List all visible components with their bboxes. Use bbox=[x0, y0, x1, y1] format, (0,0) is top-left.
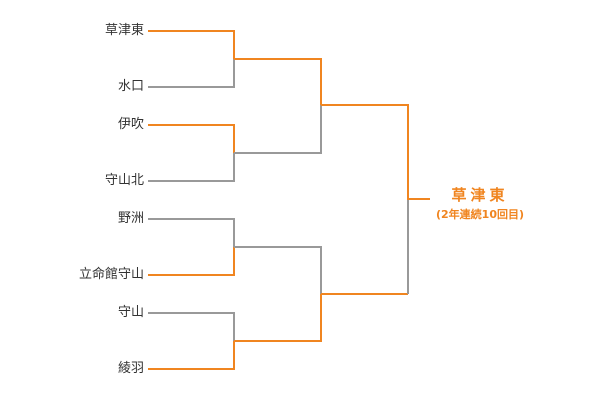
line-r2-3 bbox=[234, 246, 322, 294]
team-label: 立命館守山 bbox=[78, 267, 144, 282]
team-label: 伊吹 bbox=[117, 117, 144, 132]
team-label: 草津東 bbox=[104, 23, 144, 38]
line-team-3 bbox=[148, 124, 235, 153]
team-label: 守山 bbox=[117, 305, 144, 320]
line-team-2 bbox=[148, 59, 235, 88]
team-label: 守山北 bbox=[104, 173, 144, 188]
line-team-8 bbox=[148, 341, 235, 370]
team-label: 綾羽 bbox=[117, 361, 144, 376]
team-label: 水口 bbox=[117, 79, 144, 94]
line-team-7 bbox=[148, 312, 235, 341]
line-sf-1 bbox=[321, 104, 409, 199]
team-label: 野洲 bbox=[117, 211, 144, 226]
line-r2-2 bbox=[234, 105, 322, 154]
line-team-6 bbox=[148, 247, 235, 276]
line-r2-1 bbox=[234, 58, 322, 105]
champion-name: 草津東 bbox=[451, 186, 509, 204]
line-team-4 bbox=[148, 153, 235, 182]
line-team-5 bbox=[148, 218, 235, 247]
line-team-1 bbox=[148, 30, 235, 59]
champion-note: (2年連続10回目) bbox=[435, 208, 525, 221]
line-r2-4 bbox=[234, 294, 322, 342]
